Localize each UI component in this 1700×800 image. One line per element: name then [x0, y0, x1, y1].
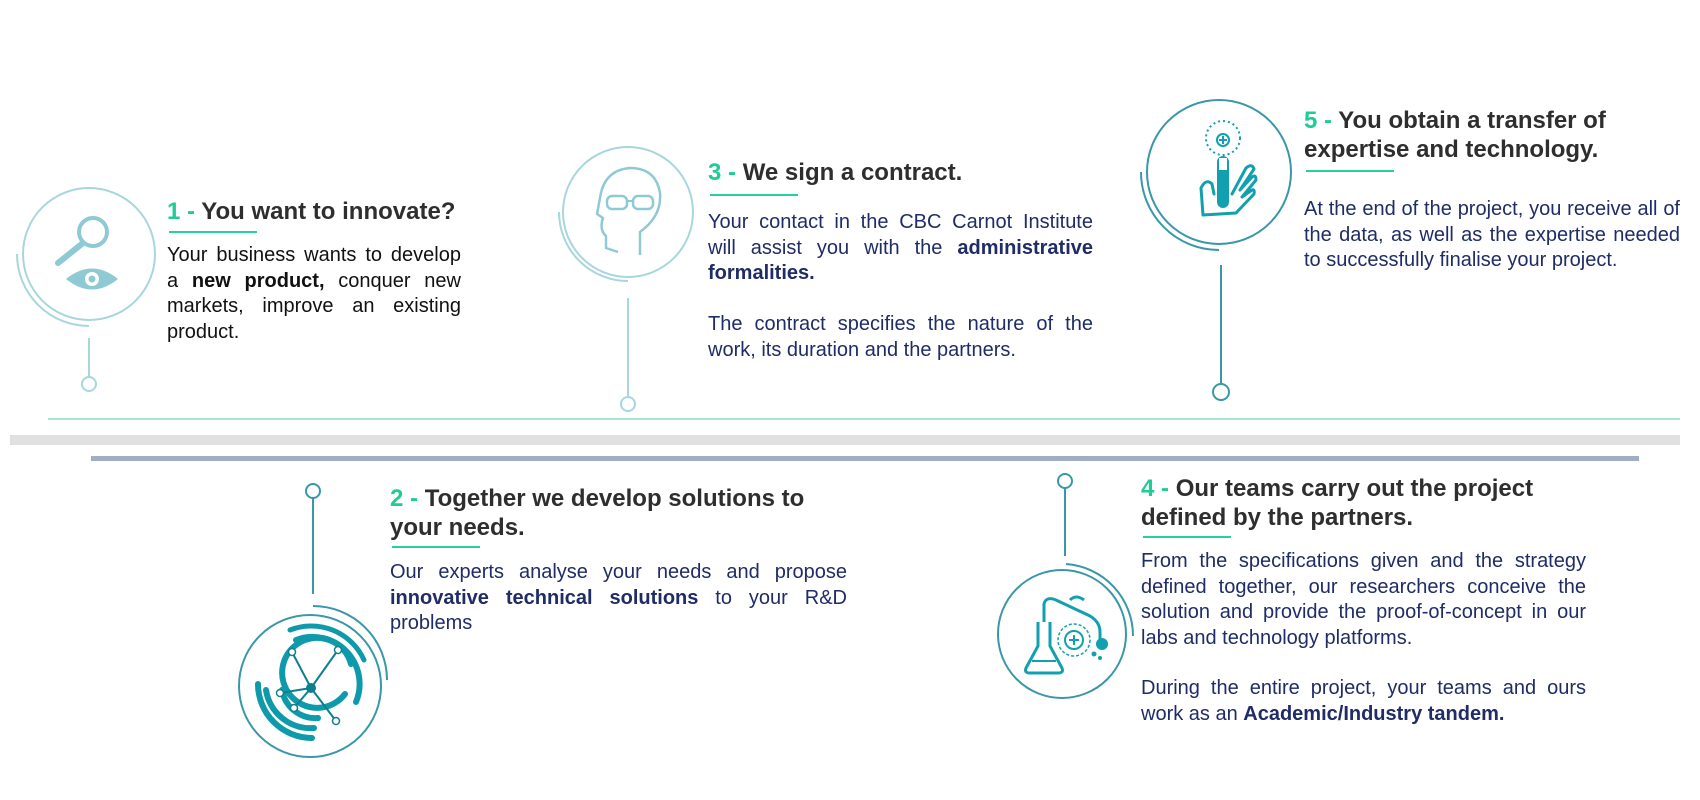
- step-4-title: 4 - Our teams carry out the project defi…: [1141, 474, 1561, 532]
- step-3-description-2: The contract specifies the nature of the…: [708, 312, 1093, 363]
- paragraph: The contract specifies the nature of the…: [708, 313, 1093, 361]
- magnifier-eye-icon: [16, 187, 156, 392]
- step-5-number: 5 -: [1304, 107, 1333, 134]
- step-2-title-text: Together we develop solutions to your ne…: [390, 485, 805, 541]
- step-1-description: Your business wants to develop a new pro…: [167, 243, 461, 345]
- step-5-title: 5 - You obtain a transfer of expertise a…: [1304, 106, 1674, 164]
- step-4-description-2: During the entire project, your teams an…: [1141, 676, 1586, 727]
- step-4-number: 4 -: [1141, 475, 1170, 502]
- step-4-underline: [1143, 536, 1231, 538]
- bold-text: Academic/Industry tandem.: [1243, 702, 1505, 725]
- step-1-number: 1 -: [167, 198, 196, 225]
- step-5-description: At the end of the project, you receive a…: [1304, 197, 1680, 274]
- timeline-line-bottom: [91, 456, 1639, 461]
- step-2-number: 2 -: [390, 485, 419, 512]
- step-1-underline: [169, 231, 257, 233]
- paragraph: Your contact in the CBC Carnot Institute…: [708, 211, 1093, 285]
- step-5-underline: [1306, 170, 1394, 172]
- step-2-title: 2 - Together we develop solutions to you…: [390, 484, 850, 542]
- step-3-description: Your contact in the CBC Carnot Institute…: [708, 210, 1093, 287]
- step-3-title: 3 - We sign a contract.: [708, 158, 1128, 187]
- step-1-title: 1 - You want to innovate?: [167, 197, 487, 226]
- step-2-underline: [392, 546, 480, 548]
- paragraph: Our experts analyse your needs and propo…: [390, 561, 847, 634]
- step-3-title-text: We sign a contract.: [742, 159, 963, 186]
- bold-text: innovative technical solutions: [390, 586, 699, 609]
- person-glasses-icon: [558, 146, 694, 412]
- step-4-title-text: Our teams carry out the project defined …: [1141, 475, 1534, 531]
- step-5-title-text: You obtain a transfer of expertise and t…: [1304, 107, 1606, 163]
- step-3-underline: [710, 194, 798, 196]
- paragraph: From the specifications given and the st…: [1141, 550, 1586, 649]
- paragraph: At the end of the project, you receive a…: [1304, 198, 1680, 271]
- bold-text: administrative formalities.: [708, 236, 1093, 285]
- lab-flask-icon: [997, 473, 1135, 699]
- step-3-number: 3 -: [708, 159, 737, 186]
- hand-test-tube-icon: [1140, 99, 1292, 401]
- timeline-line-top: [48, 418, 1680, 420]
- step-2-description: Our experts analyse your needs and propo…: [390, 560, 847, 637]
- paragraph: During the entire project, your teams an…: [1141, 677, 1586, 725]
- paragraph: Your business wants to develop a new pro…: [167, 244, 461, 343]
- network-arcs-icon: [238, 483, 388, 758]
- step-4-description: From the specifications given and the st…: [1141, 549, 1586, 651]
- step-1-title-text: You want to innovate?: [201, 198, 456, 225]
- timeline-line-middle: [10, 435, 1680, 445]
- bold-text: new product,: [191, 269, 325, 292]
